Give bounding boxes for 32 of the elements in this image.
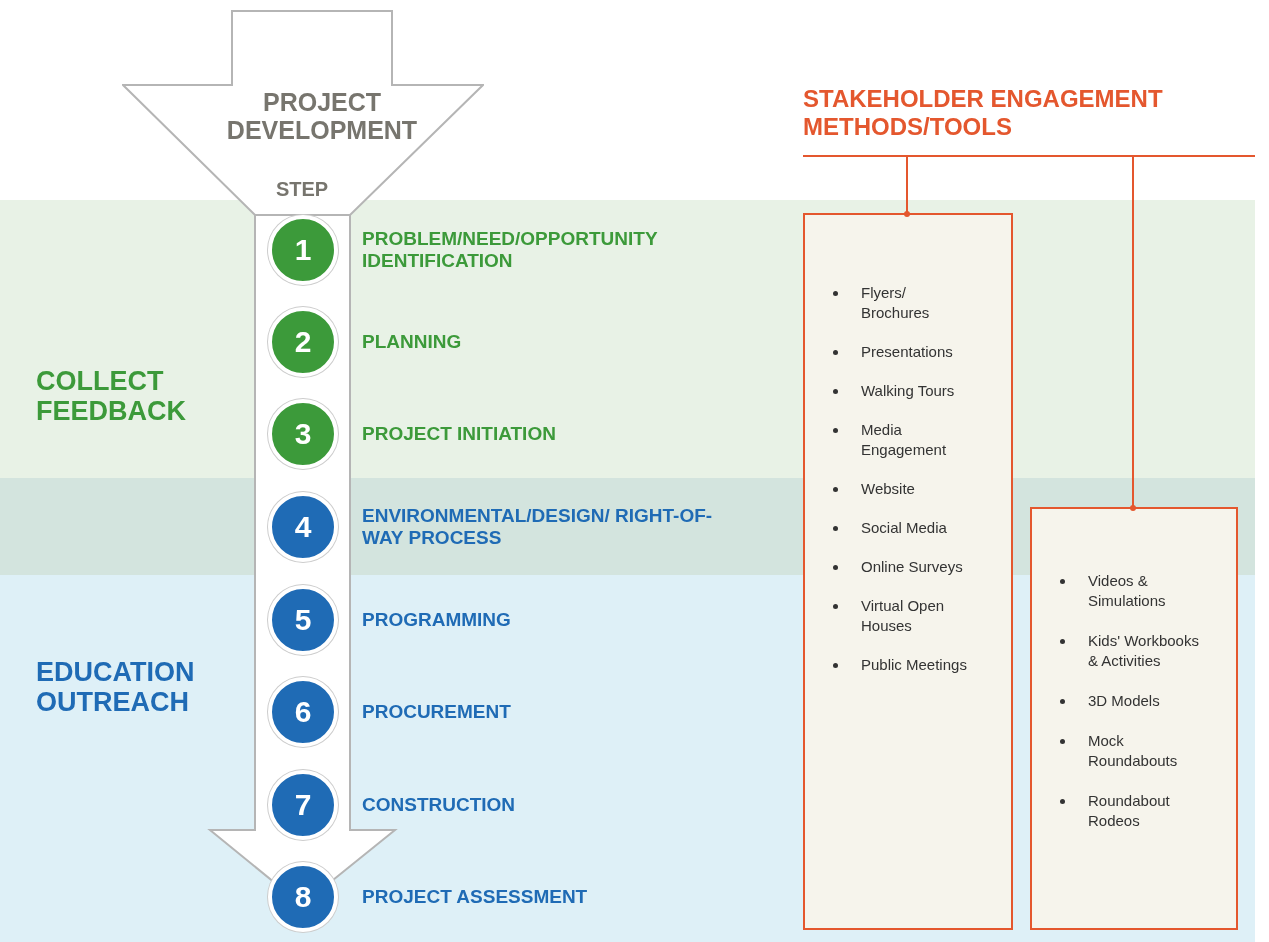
list-item: Presentations	[861, 342, 954, 362]
list-item: Videos & Simulations	[1088, 571, 1167, 611]
list-item: Online Surveys	[861, 557, 964, 577]
step-label: ENVIRONMENTAL/DESIGN/ RIGHT-OF-WAY PROCESS	[362, 505, 714, 549]
list-panel	[1030, 507, 1238, 930]
list-item: Roundabout Rodeos	[1088, 791, 1171, 831]
list-item: Virtual Open Houses	[861, 596, 946, 636]
down-arrow-head	[122, 10, 484, 215]
step-label: PROGRAMMING	[362, 609, 512, 631]
list-item: Kids' Workbooks & Activities	[1088, 631, 1200, 671]
step-label: PLANNING	[362, 331, 463, 353]
step-label: PROJECT ASSESSMENT	[362, 886, 589, 908]
step-label: PROCUREMENT	[362, 701, 512, 723]
list-item: Website	[861, 479, 916, 499]
connector-line	[1130, 155, 1136, 511]
list-item: Public Meetings	[861, 655, 968, 675]
step-label: CONSTRUCTION	[362, 794, 517, 816]
list-panel	[803, 213, 1013, 930]
step-label: PROBLEM/NEED/OPPORTUNITY IDENTIFICATION	[362, 228, 659, 272]
step-label: PROJECT INITIATION	[362, 423, 557, 445]
connector-line	[904, 155, 910, 217]
list-item: Mock Roundabouts	[1088, 731, 1179, 771]
list-item: 3D Models	[1088, 691, 1161, 711]
list-item: Media Engagement	[861, 420, 948, 460]
column-heading: STEP	[274, 177, 330, 202]
band-heading: COLLECT FEEDBACK	[36, 366, 187, 426]
band-heading: EDUCATION OUTREACH	[36, 657, 196, 717]
list-item: Flyers/ Brochures	[861, 283, 931, 323]
list-item: Walking Tours	[861, 381, 956, 401]
arrow-title: PROJECT DEVELOPMENT	[225, 88, 419, 144]
list-item: Social Media	[861, 518, 948, 538]
section-heading: STAKEHOLDER ENGAGEMENT METHODS/TOOLS	[803, 85, 1164, 141]
